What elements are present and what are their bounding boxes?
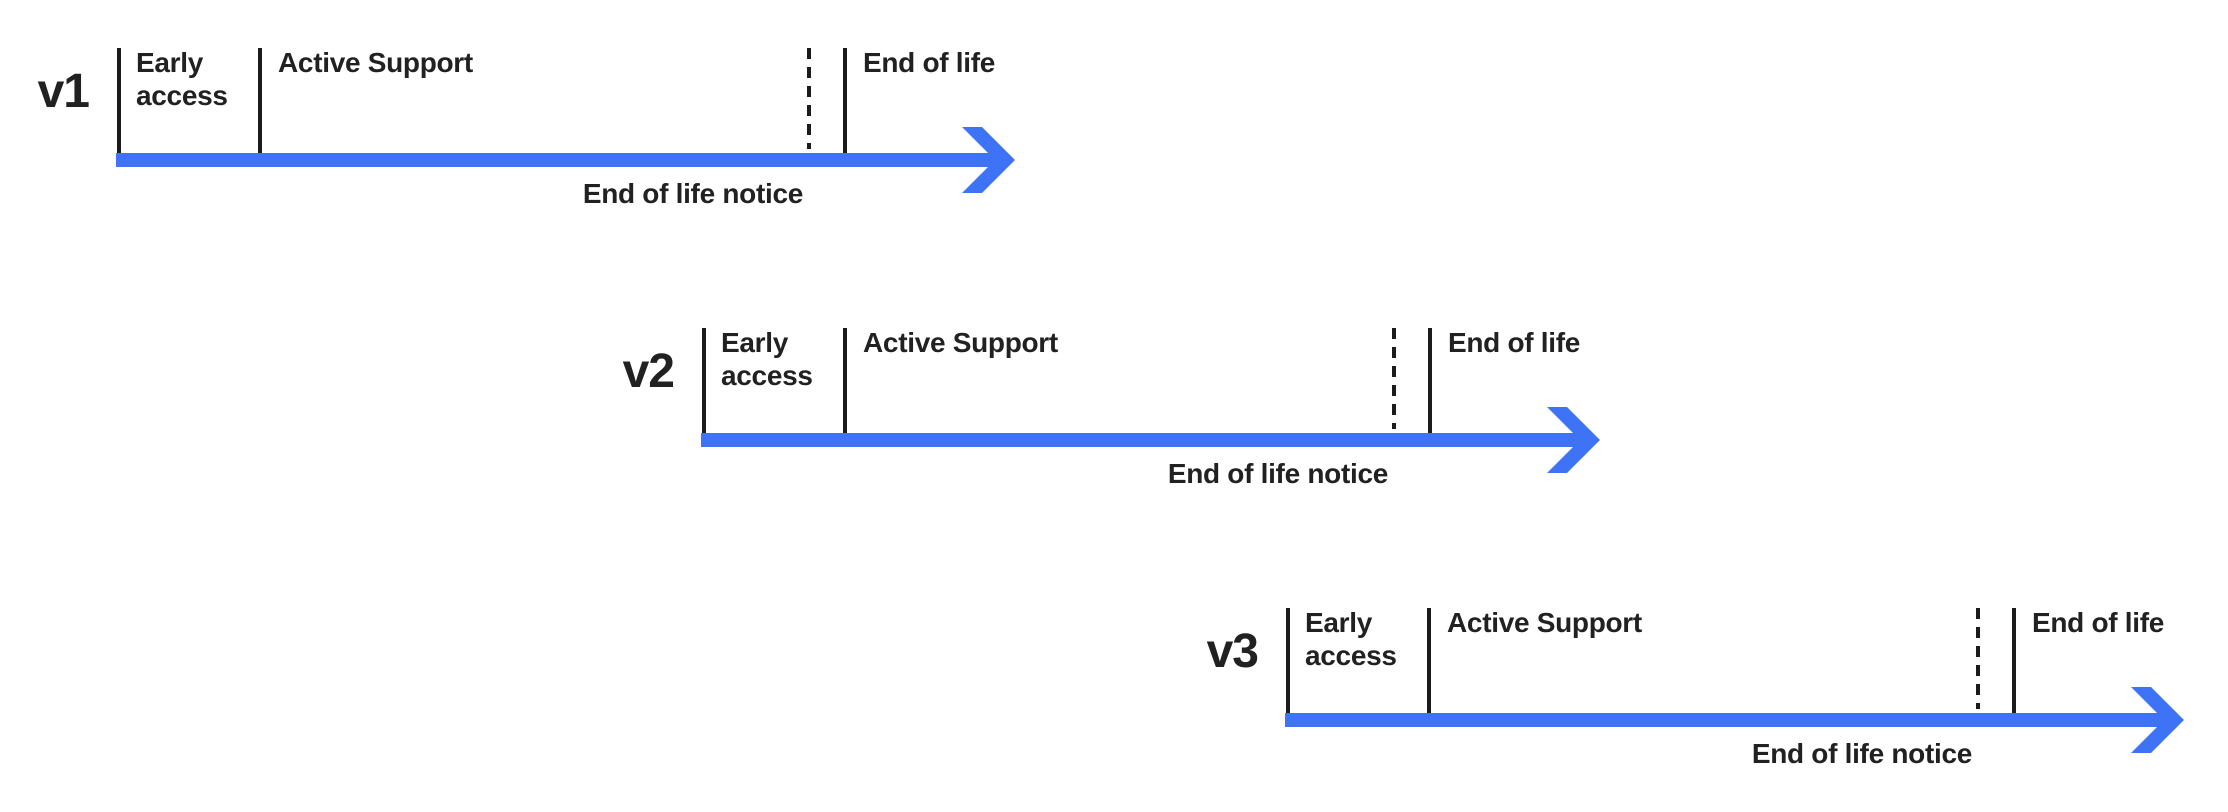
arrow-right-icon	[1547, 407, 1600, 473]
active-support-label: Active Support	[278, 47, 473, 78]
early-access-start-tick	[1286, 608, 1290, 713]
arrow-right-icon	[2131, 687, 2184, 753]
early-access-start-tick	[702, 328, 706, 433]
timeline-arrow	[1285, 687, 2184, 753]
timeline-arrow	[116, 127, 1015, 193]
end-of-life-label: End of life	[1448, 327, 1581, 358]
eol-notice-dashed-line	[1976, 608, 1980, 709]
end-of-life-tick	[843, 48, 847, 153]
early-access-label: Early access	[721, 327, 813, 391]
version-label: v3	[1206, 625, 1259, 678]
arrow-right-icon	[962, 127, 1015, 193]
active-support-label: Active Support	[1447, 607, 1642, 638]
arrow-shaft	[116, 153, 995, 167]
arrow-shaft	[701, 433, 1580, 447]
timeline-v1: v1 Early access Active Support End of li…	[33, 44, 1043, 214]
end-of-life-tick	[1428, 328, 1432, 433]
end-of-life-notice-label: End of life notice	[1751, 738, 1972, 769]
version-label: v2	[622, 345, 675, 398]
active-support-start-tick	[258, 48, 262, 153]
timeline-v3: v3 Early access Active Support End of li…	[1202, 604, 2212, 774]
timeline-v2: v2 Early access Active Support End of li…	[618, 324, 1628, 494]
timeline-arrow	[701, 407, 1600, 473]
active-support-label: Active Support	[863, 327, 1058, 358]
end-of-life-notice-label: End of life notice	[582, 178, 803, 209]
end-of-life-label: End of life	[863, 47, 996, 78]
early-access-start-tick	[117, 48, 121, 153]
end-of-life-tick	[2012, 608, 2016, 713]
early-access-label: Early access	[1305, 607, 1397, 671]
active-support-start-tick	[1427, 608, 1431, 713]
arrow-shaft	[1285, 713, 2164, 727]
end-of-life-notice-label: End of life notice	[1167, 458, 1388, 489]
early-access-label: Early access	[136, 47, 228, 111]
eol-notice-dashed-line	[1392, 328, 1396, 429]
active-support-start-tick	[843, 328, 847, 433]
end-of-life-label: End of life	[2032, 607, 2165, 638]
eol-notice-dashed-line	[807, 48, 811, 149]
version-label: v1	[37, 65, 90, 118]
